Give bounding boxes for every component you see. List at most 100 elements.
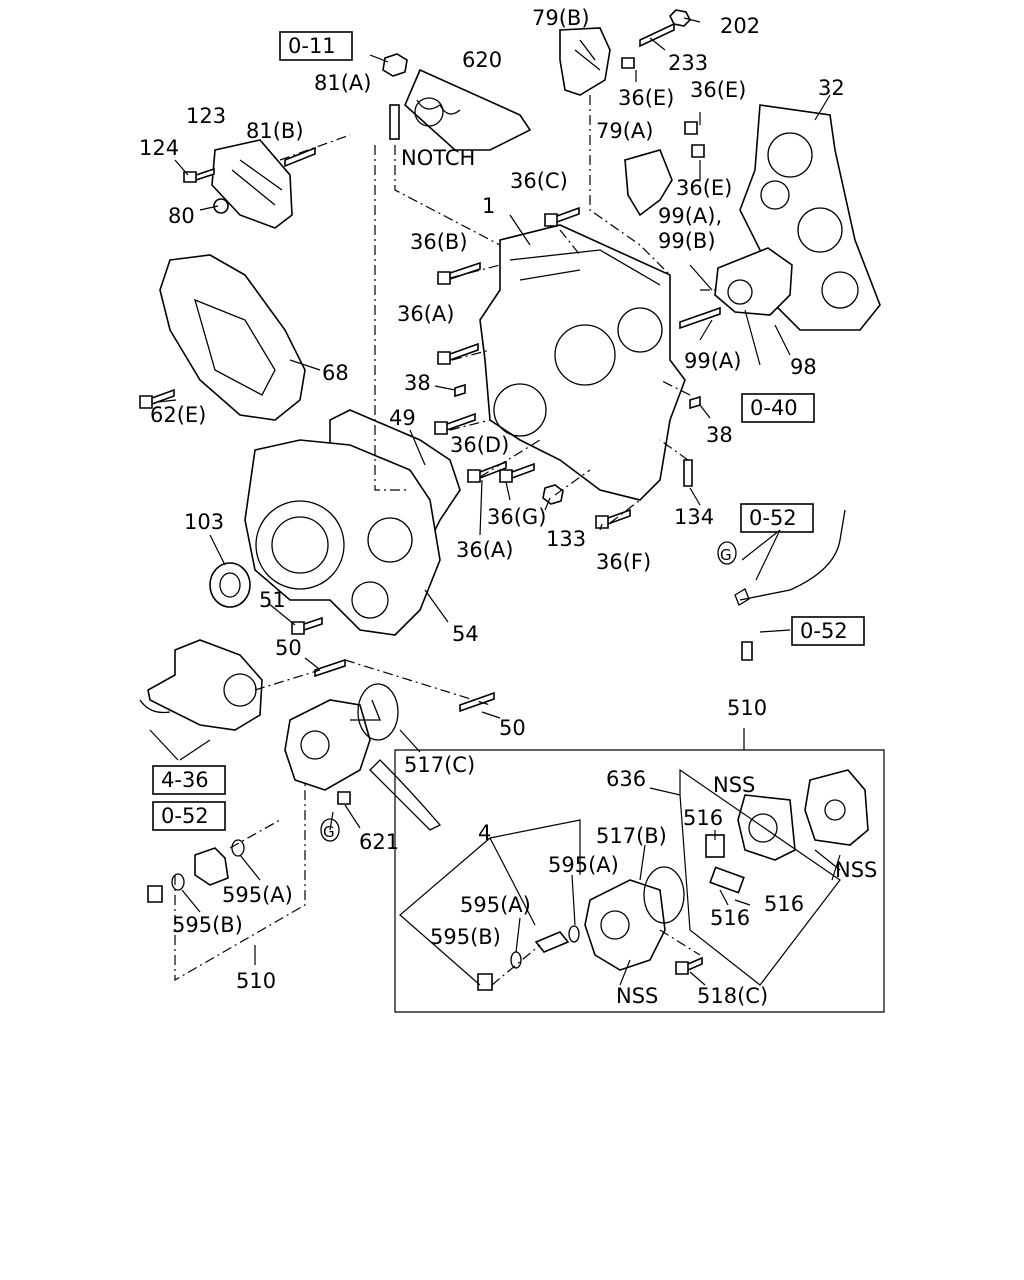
label-nss-3: NSS bbox=[616, 984, 658, 1008]
label-595a-1: 595(A) bbox=[548, 853, 619, 877]
plug bbox=[147, 885, 163, 903]
reference-boxes: 0-11 0-40 0-52 0-52 4-36 0-52 bbox=[152, 31, 865, 831]
label-510-1: 510 bbox=[727, 696, 767, 720]
label-79a: 79(A) bbox=[596, 119, 653, 143]
g-markers: G G bbox=[320, 541, 737, 842]
ref-box-0-11 bbox=[279, 31, 353, 61]
ref-box-0-40 bbox=[741, 393, 815, 423]
label-nss-2: NSS bbox=[835, 858, 877, 882]
label-233: 233 bbox=[668, 51, 708, 75]
label-36a-1: 36(A) bbox=[397, 302, 454, 326]
hose-0-52 bbox=[739, 509, 846, 601]
label-595b-1: 595(B) bbox=[430, 925, 501, 949]
ref-0-40: 0-40 bbox=[750, 396, 798, 420]
bolt-0-52 bbox=[741, 641, 753, 661]
label-510-2: 510 bbox=[236, 969, 276, 993]
label-36e-1: 36(E) bbox=[618, 86, 674, 110]
label-36d: 36(D) bbox=[450, 433, 509, 457]
ref-box-0-52-a bbox=[740, 503, 814, 533]
ref-0-11: 0-11 bbox=[288, 34, 336, 58]
cap-nut bbox=[382, 53, 408, 77]
ref-0-52-b: 0-52 bbox=[800, 619, 848, 643]
label-133: 133 bbox=[546, 527, 586, 551]
label-99a-2: 99(A) bbox=[684, 349, 741, 373]
label-49: 49 bbox=[389, 406, 416, 430]
stud-134 bbox=[683, 459, 693, 487]
vacuum-pump bbox=[284, 699, 371, 791]
label-516-1: 516 bbox=[683, 806, 723, 830]
label-nss-1: NSS bbox=[713, 773, 755, 797]
ref-box-0-52-b bbox=[791, 616, 865, 646]
label-36a-2: 36(A) bbox=[456, 538, 513, 562]
stud-50-2 bbox=[459, 691, 495, 713]
washer-595b-2 bbox=[510, 951, 522, 969]
label-516-3: 516 bbox=[710, 906, 750, 930]
bolt-36g bbox=[499, 462, 535, 483]
label-38-2: 38 bbox=[706, 423, 733, 447]
seal-103 bbox=[209, 562, 251, 608]
pump-98 bbox=[714, 247, 793, 316]
ref-0-52-c: 0-52 bbox=[161, 804, 209, 828]
label-68: 68 bbox=[322, 361, 349, 385]
pin-38-1 bbox=[454, 383, 466, 398]
bolt-81b bbox=[284, 146, 316, 168]
gasket-620 bbox=[404, 68, 532, 151]
bracket-79b bbox=[559, 27, 611, 96]
label-621: 621 bbox=[359, 830, 399, 854]
label-51: 51 bbox=[259, 588, 286, 612]
label-103: 103 bbox=[184, 510, 224, 534]
label-4: 4 bbox=[478, 821, 491, 845]
nut-202 bbox=[669, 9, 691, 27]
label-36f: 36(F) bbox=[596, 550, 651, 574]
o-ring-517c bbox=[357, 683, 399, 741]
front-cover-54 bbox=[244, 439, 441, 636]
bolt-124 bbox=[183, 167, 215, 183]
bolt-621 bbox=[337, 791, 351, 805]
label-38-1: 38 bbox=[404, 371, 431, 395]
leader-lines bbox=[149, 17, 885, 1013]
label-134: 134 bbox=[674, 505, 714, 529]
washer-595a-1 bbox=[231, 839, 245, 857]
bracket-79a bbox=[624, 149, 673, 217]
washer-595a-2 bbox=[568, 925, 580, 943]
label-595b-2: 595(B) bbox=[172, 913, 243, 937]
cover-68 bbox=[159, 254, 306, 421]
o-ring-517b bbox=[643, 866, 685, 924]
label-36e-3: 36(E) bbox=[676, 176, 732, 200]
bolt-36e-1 bbox=[621, 57, 635, 69]
union-fitting bbox=[194, 847, 229, 886]
stud-50-1 bbox=[314, 658, 346, 678]
bolt-36d bbox=[434, 412, 476, 435]
bolt-36c bbox=[544, 206, 580, 227]
bolt-36b bbox=[437, 261, 481, 285]
label-518c: 518(C) bbox=[697, 984, 768, 1008]
rotor-nss bbox=[737, 794, 796, 861]
label-81a: 81(A) bbox=[314, 71, 371, 95]
cover-123 bbox=[211, 139, 293, 229]
housing-1 bbox=[479, 224, 686, 501]
label-202: 202 bbox=[720, 14, 760, 38]
marker-g-1: G bbox=[720, 546, 732, 564]
label-36b: 36(B) bbox=[410, 230, 468, 254]
stud-99 bbox=[679, 306, 721, 330]
hose bbox=[369, 759, 442, 831]
label-98: 98 bbox=[790, 355, 817, 379]
bolt-36a-1 bbox=[437, 342, 479, 365]
label-79b: 79(B) bbox=[532, 6, 590, 30]
bolt-518c bbox=[675, 956, 703, 975]
label-517b: 517(B) bbox=[596, 824, 667, 848]
label-1: 1 bbox=[482, 194, 495, 218]
label-62e: 62(E) bbox=[150, 403, 206, 427]
label-124: 124 bbox=[139, 136, 179, 160]
part-drawings bbox=[139, 9, 881, 991]
bolt-62e bbox=[139, 388, 175, 409]
label-99b: 99(B) bbox=[658, 229, 716, 253]
label-80: 80 bbox=[168, 204, 195, 228]
label-123: 123 bbox=[186, 104, 226, 128]
label-54: 54 bbox=[452, 622, 479, 646]
vacuum-pump-nss bbox=[584, 879, 666, 971]
part-labels: 79(B) 202 233 620 81(A) 36(E) 36(E) 32 1… bbox=[139, 6, 877, 1008]
label-595a-2: 595(A) bbox=[460, 893, 531, 917]
vane-516-2 bbox=[709, 866, 745, 894]
